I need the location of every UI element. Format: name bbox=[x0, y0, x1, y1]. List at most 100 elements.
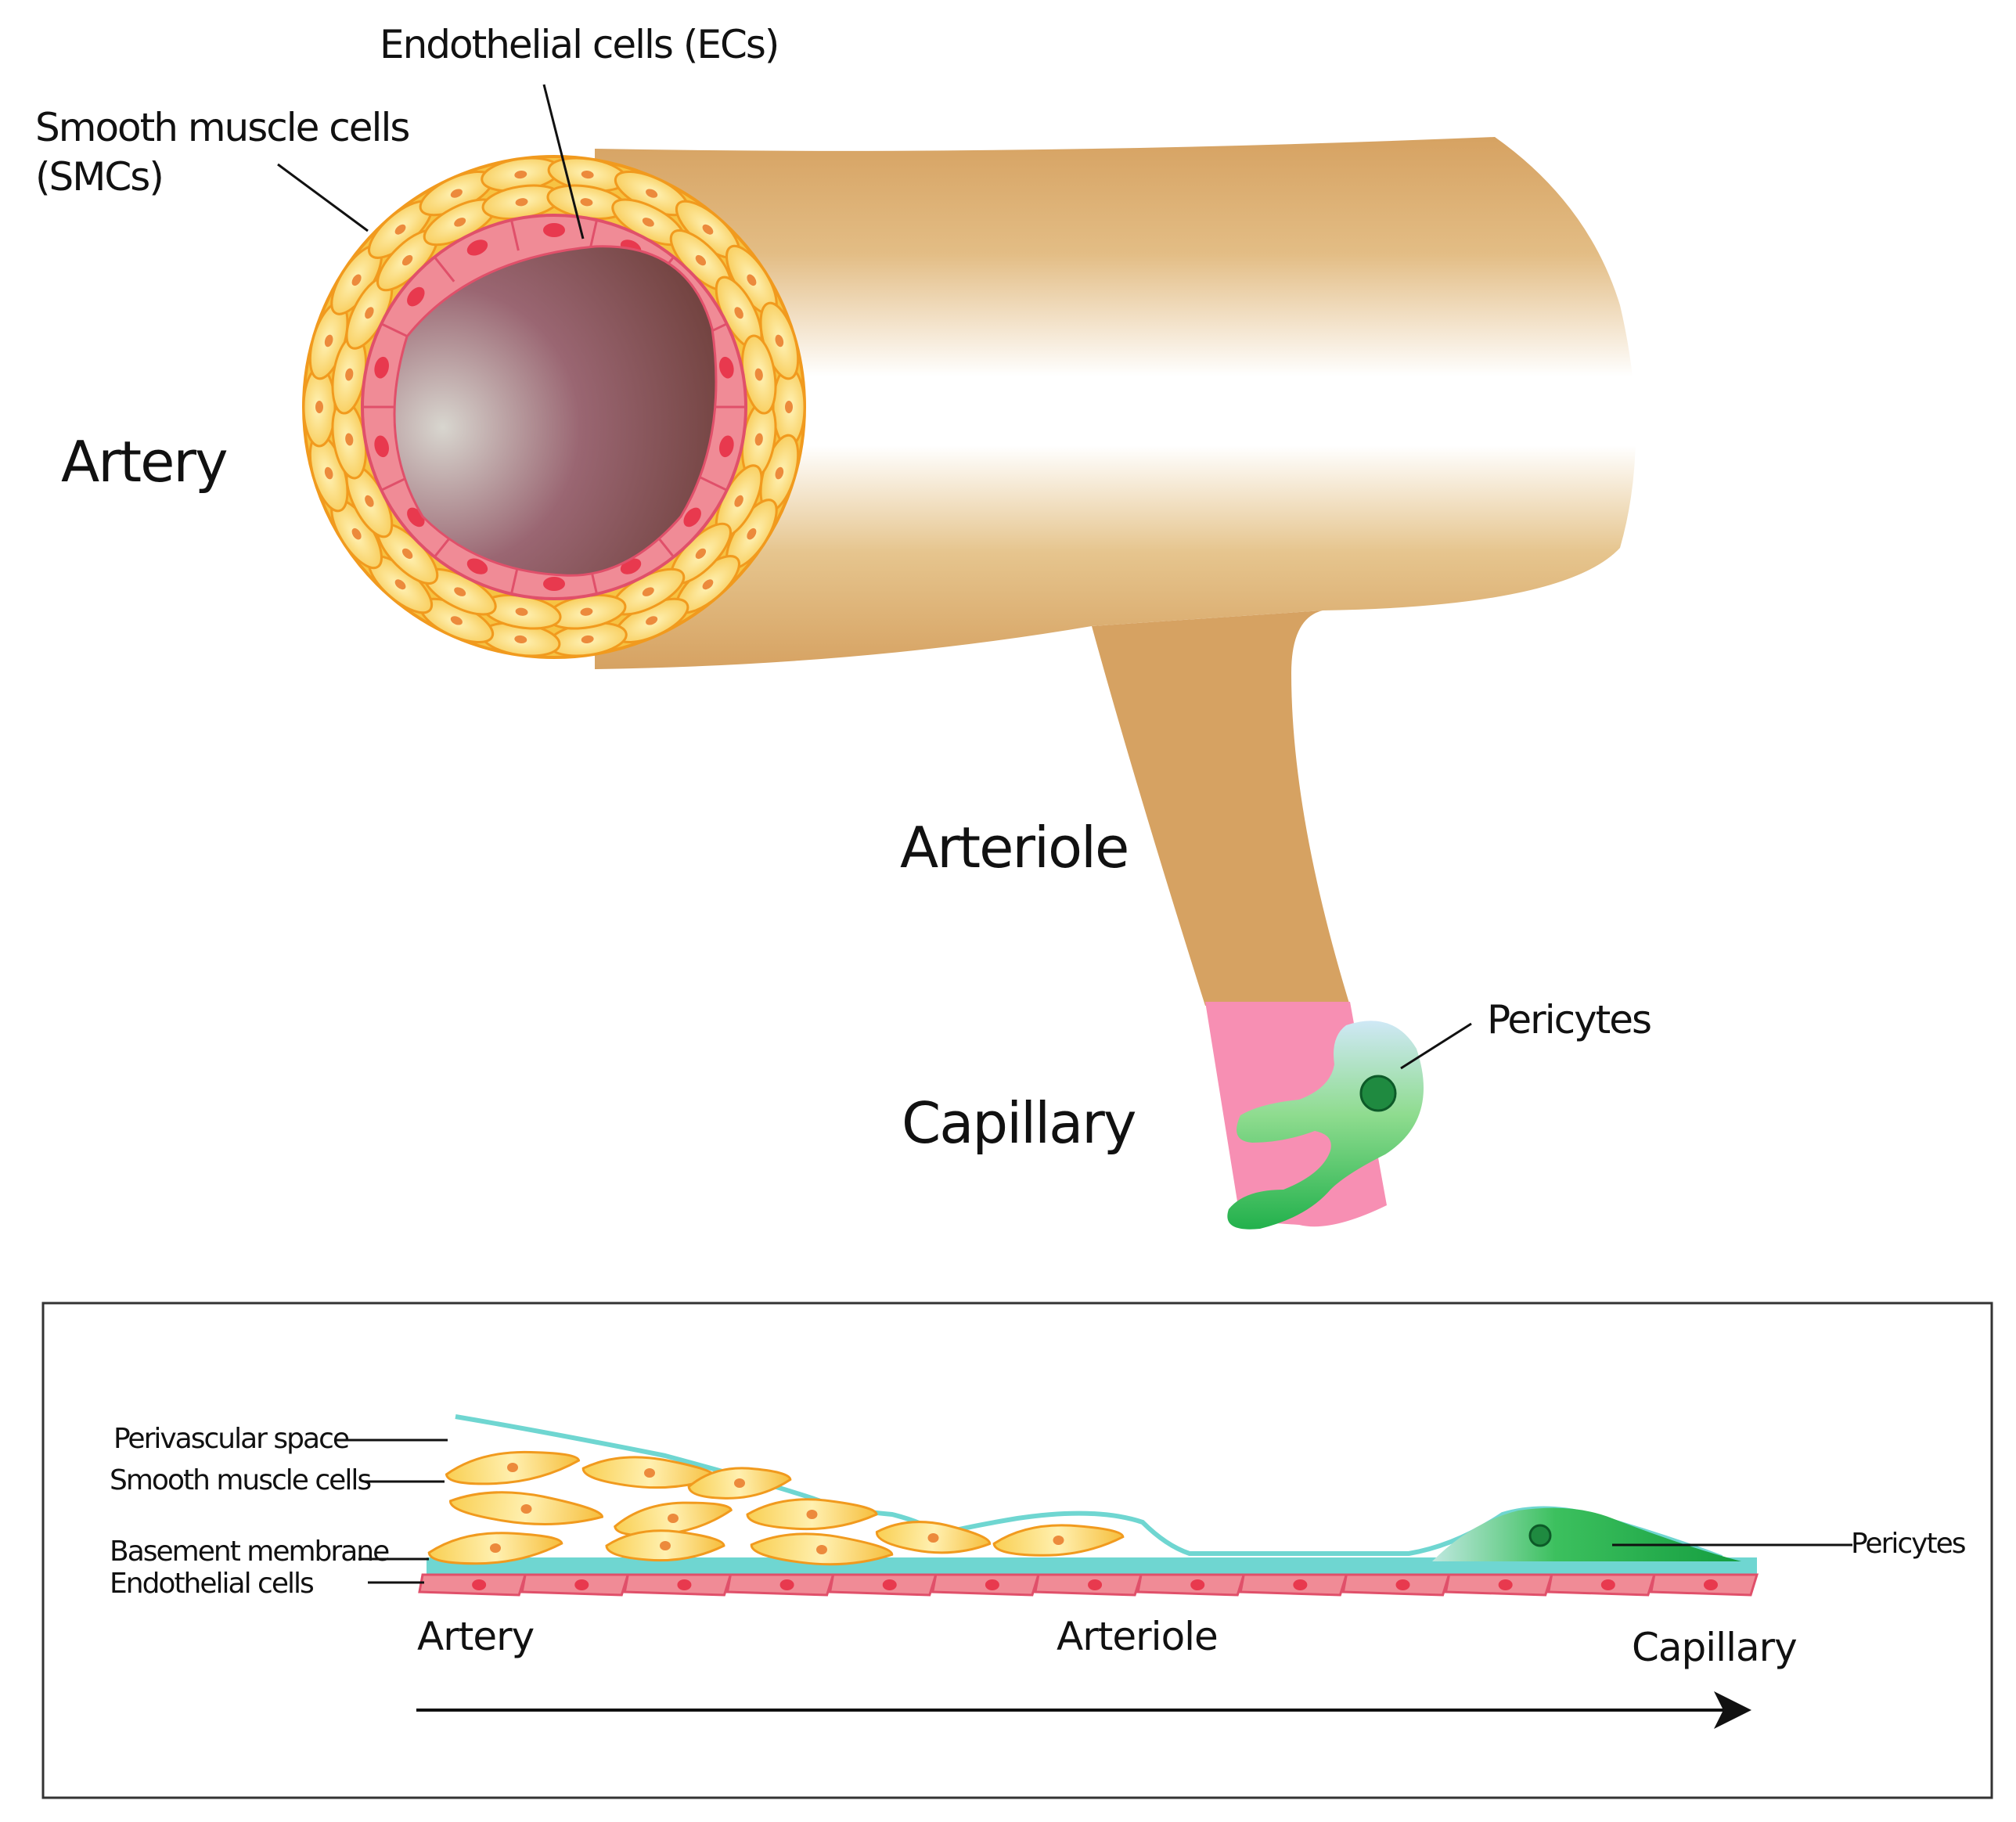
smc-nucleus bbox=[747, 274, 757, 286]
ec-boundary bbox=[510, 219, 520, 251]
pericyte-nucleus bbox=[1359, 1075, 1397, 1112]
ec-boundary bbox=[434, 256, 455, 283]
ec-nucleus bbox=[719, 435, 734, 458]
artery-3d-illustration bbox=[302, 137, 1636, 1227]
smc-nucleus bbox=[454, 218, 466, 227]
label-arteriole: Arteriole bbox=[900, 815, 1128, 880]
arteriole-vessel bbox=[1092, 610, 1350, 1006]
ec-nucleus bbox=[683, 507, 701, 528]
smc-nucleus bbox=[695, 548, 707, 560]
smc-nucleus bbox=[734, 495, 743, 507]
ec-flat-nucleus bbox=[1395, 1579, 1410, 1590]
basement-membrane-band bbox=[427, 1557, 1757, 1575]
smc-nucleus bbox=[646, 616, 658, 625]
smc-nucleus bbox=[747, 528, 757, 540]
smc-nucleus bbox=[315, 401, 323, 413]
smc-nucleus bbox=[345, 433, 354, 446]
ec-flat-nucleus bbox=[472, 1579, 487, 1590]
smc-nucleus bbox=[702, 224, 714, 235]
label-smc-line1: Smooth muscle cells bbox=[35, 105, 409, 150]
smc-nucleus bbox=[345, 368, 354, 381]
smc-nucleus bbox=[754, 433, 763, 446]
smc-nucleus bbox=[324, 466, 333, 480]
endothelial-row-flat bbox=[418, 1573, 1759, 1597]
ec-flat-nucleus bbox=[1190, 1579, 1205, 1590]
ec-nucleus bbox=[543, 577, 565, 591]
smc-nucleus bbox=[580, 198, 593, 207]
smc-nucleus bbox=[401, 548, 413, 560]
smc-flat-nucleus bbox=[1053, 1536, 1064, 1545]
cross-section-panel: Perivascular space Smooth muscle cells B… bbox=[41, 1302, 1993, 1799]
ec-nucleus bbox=[466, 239, 488, 256]
pericyte-leader-line bbox=[1400, 1022, 1472, 1070]
smc-flat-nucleus bbox=[734, 1478, 745, 1488]
smc-flat-nucleus bbox=[660, 1541, 671, 1550]
smc-nucleus bbox=[514, 170, 527, 179]
pericyte-flat bbox=[1432, 1507, 1741, 1561]
smc-nucleus bbox=[775, 334, 784, 347]
leader-lines bbox=[277, 84, 1472, 1070]
smc-nucleus bbox=[324, 334, 333, 347]
smc-nucleus bbox=[642, 218, 654, 227]
ec-leader-line bbox=[542, 84, 585, 239]
axis-label-capillary: Capillary bbox=[1632, 1625, 1797, 1670]
artery-lumen bbox=[393, 245, 718, 577]
smc-nucleus bbox=[450, 189, 463, 198]
smc-layer-flat bbox=[427, 1450, 1125, 1566]
ec-nucleus bbox=[407, 286, 425, 307]
smc-flat-nucleus bbox=[520, 1504, 532, 1514]
smc-nucleus bbox=[450, 616, 463, 625]
ec-flat-nucleus bbox=[1600, 1579, 1615, 1590]
smc-leader-line bbox=[277, 163, 369, 232]
smc-nucleus bbox=[351, 274, 362, 286]
pericyte-body bbox=[1227, 1021, 1424, 1230]
artery-tube bbox=[595, 137, 1636, 669]
pericyte-cell bbox=[1227, 1021, 1424, 1230]
smc-nucleus bbox=[775, 466, 784, 480]
smc-flat-nucleus bbox=[668, 1514, 679, 1523]
smc-nucleus bbox=[642, 587, 654, 596]
ec-nucleus bbox=[719, 356, 734, 379]
label-pericytes: Pericytes bbox=[1487, 997, 1651, 1042]
smc-nucleus bbox=[580, 607, 593, 616]
ec-flat-nucleus bbox=[985, 1579, 999, 1590]
ec-boundary bbox=[589, 219, 598, 251]
label-perivascular-space: Perivascular space bbox=[113, 1423, 349, 1455]
label-endothelial-cells: Endothelial cells (ECs) bbox=[380, 22, 778, 67]
smc-nucleus bbox=[365, 495, 374, 507]
ec-flat-nucleus bbox=[882, 1579, 897, 1590]
label-capillary: Capillary bbox=[902, 1090, 1136, 1156]
smc-flat-nucleus bbox=[816, 1545, 827, 1554]
ec-nucleus bbox=[374, 356, 389, 379]
label-basement-membrane: Basement membrane bbox=[110, 1536, 389, 1568]
ec-nucleus bbox=[466, 558, 488, 574]
smc-flat-nucleus bbox=[927, 1533, 939, 1543]
smc-nucleus bbox=[581, 170, 594, 179]
ec-flat-nucleus bbox=[677, 1579, 692, 1590]
smc-nucleus bbox=[401, 254, 413, 266]
smc-nucleus bbox=[365, 307, 374, 319]
smc-nucleus bbox=[695, 254, 707, 266]
panel-leader-lines bbox=[337, 1439, 1852, 1584]
smc-nucleus bbox=[785, 401, 793, 413]
ec-boundary bbox=[380, 322, 410, 339]
smc-nucleus bbox=[454, 587, 466, 596]
smc-nucleus bbox=[514, 635, 527, 644]
axis-label-artery: Artery bbox=[417, 1614, 535, 1659]
smc-flat-nucleus bbox=[806, 1510, 818, 1519]
smc-nucleus bbox=[394, 224, 406, 235]
pericyte-flat-nucleus bbox=[1528, 1524, 1552, 1547]
label-artery: Artery bbox=[61, 429, 227, 495]
ec-boundary bbox=[698, 475, 728, 492]
smc-flat-nucleus bbox=[644, 1468, 655, 1478]
ec-flat-nucleus bbox=[779, 1579, 794, 1590]
smc-flat-nucleus bbox=[490, 1543, 501, 1553]
label-smooth-muscle-cells: Smooth muscle cells bbox=[110, 1464, 370, 1496]
ec-nucleus bbox=[543, 223, 565, 237]
ec-flat-nucleus bbox=[1088, 1579, 1103, 1590]
smc-nucleus bbox=[351, 528, 362, 540]
smc-nucleus bbox=[734, 307, 743, 319]
smc-nucleus bbox=[394, 579, 406, 590]
ec-flat-nucleus bbox=[1293, 1579, 1308, 1590]
